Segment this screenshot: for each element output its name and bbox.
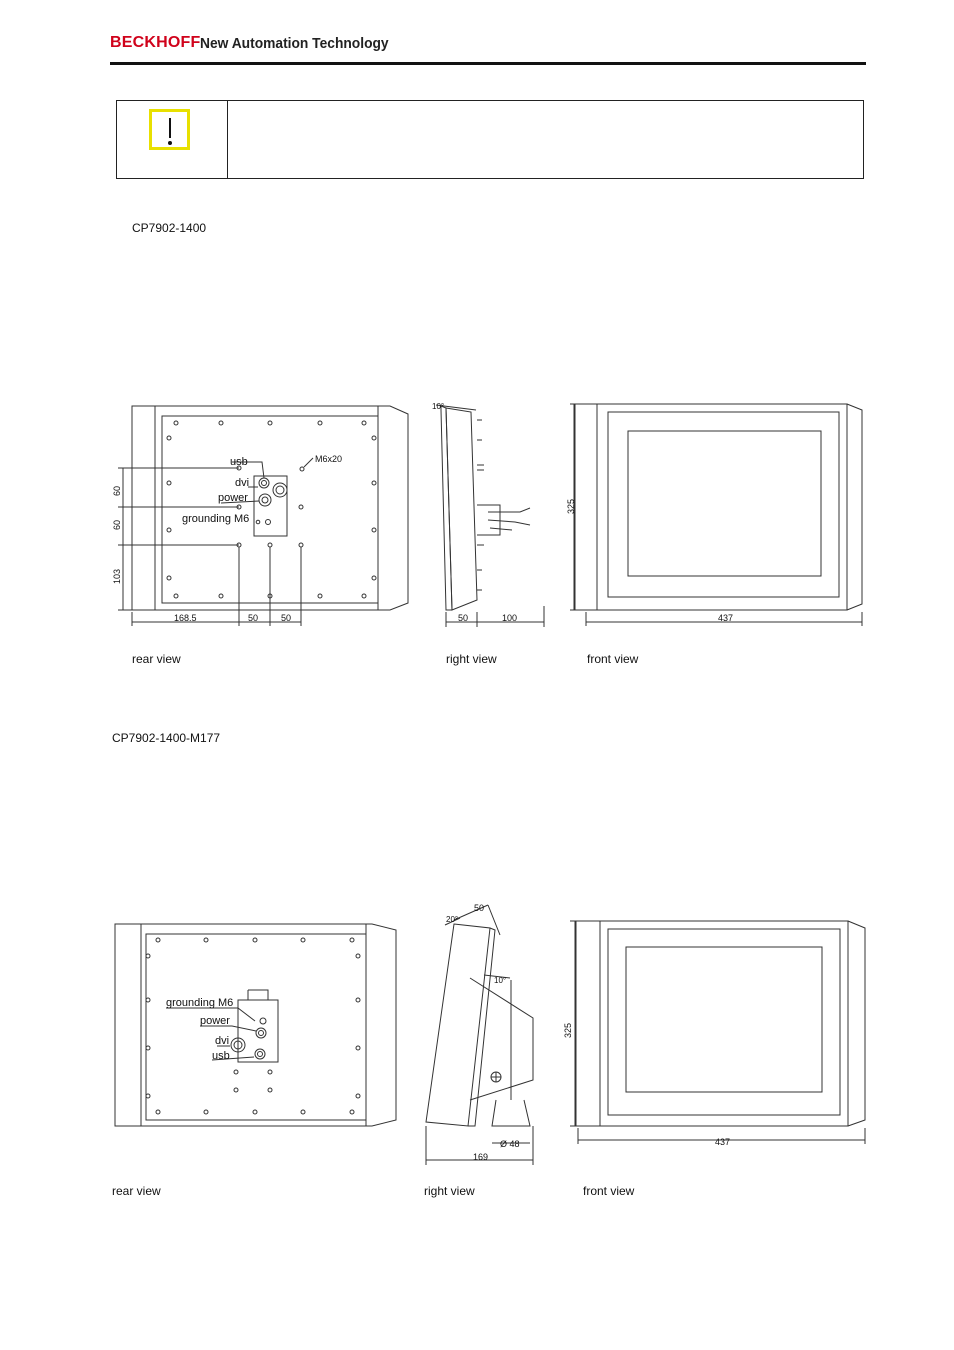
label-grounding-2: grounding M6 (166, 997, 233, 1009)
dim-r50-1: 50 (458, 613, 468, 623)
dim-h50b-1: 50 (281, 613, 291, 623)
dim-angle-1: 10° (432, 402, 444, 411)
dim-r100-1: 100 (502, 613, 517, 623)
dim-height-2: 325 (563, 1023, 573, 1038)
rear-view-drawing-2 (114, 923, 397, 1127)
caption-right-1: right view (446, 652, 497, 666)
caption-front-1: front view (587, 652, 639, 666)
dim-top50-2: 50 (474, 903, 484, 913)
label-grounding-1: grounding M6 (182, 513, 249, 525)
model-title-1: CP7902-1400 (132, 221, 207, 235)
dim-v60a-1: 60 (112, 486, 122, 496)
caption-rear-1: rear view (132, 652, 181, 666)
right-view-drawing-1 (435, 404, 545, 627)
dim-width-2: 437 (715, 1137, 730, 1147)
caption-front-2: front view (583, 1184, 635, 1198)
caution-exclamation-icon (149, 109, 190, 150)
dim-angle20-2: 20° (446, 915, 458, 924)
dim-width-1: 437 (718, 613, 733, 623)
caption-right-2: right view (424, 1184, 475, 1198)
dim-v60b-1: 60 (112, 520, 122, 530)
right-view-drawing-2 (425, 904, 534, 1165)
note-divider (227, 100, 228, 179)
label-usb-1: usb (230, 456, 248, 468)
label-power-1: power (218, 492, 248, 504)
dim-height-1: 325 (566, 499, 576, 514)
dim-v103-1: 103 (112, 569, 122, 584)
label-mount-1: M6x20 (315, 454, 342, 464)
brand-logo: BECKHOFF (110, 34, 201, 51)
brand-tagline: New Automation Technology (200, 35, 389, 52)
front-view-drawing-2 (570, 920, 866, 1144)
label-power-2: power (200, 1015, 230, 1027)
dim-dia-2: Ø 48 (500, 1139, 520, 1149)
model-title-2: CP7902-1400-M177 (112, 731, 221, 745)
dim-h50a-1: 50 (248, 613, 258, 623)
dim-depth-2: 169 (473, 1152, 488, 1162)
dim-angle10-2: 10° (494, 976, 506, 985)
rear-view-drawing-1 (118, 405, 409, 626)
label-dvi-1: dvi (235, 477, 249, 489)
label-usb-2: usb (212, 1050, 230, 1062)
front-view-drawing-1 (570, 403, 863, 626)
label-dvi-2: dvi (215, 1035, 229, 1047)
header-rule (110, 62, 866, 65)
note-box (116, 100, 864, 179)
caption-rear-2: rear view (112, 1184, 161, 1198)
dim-h168-1: 168.5 (174, 613, 197, 623)
